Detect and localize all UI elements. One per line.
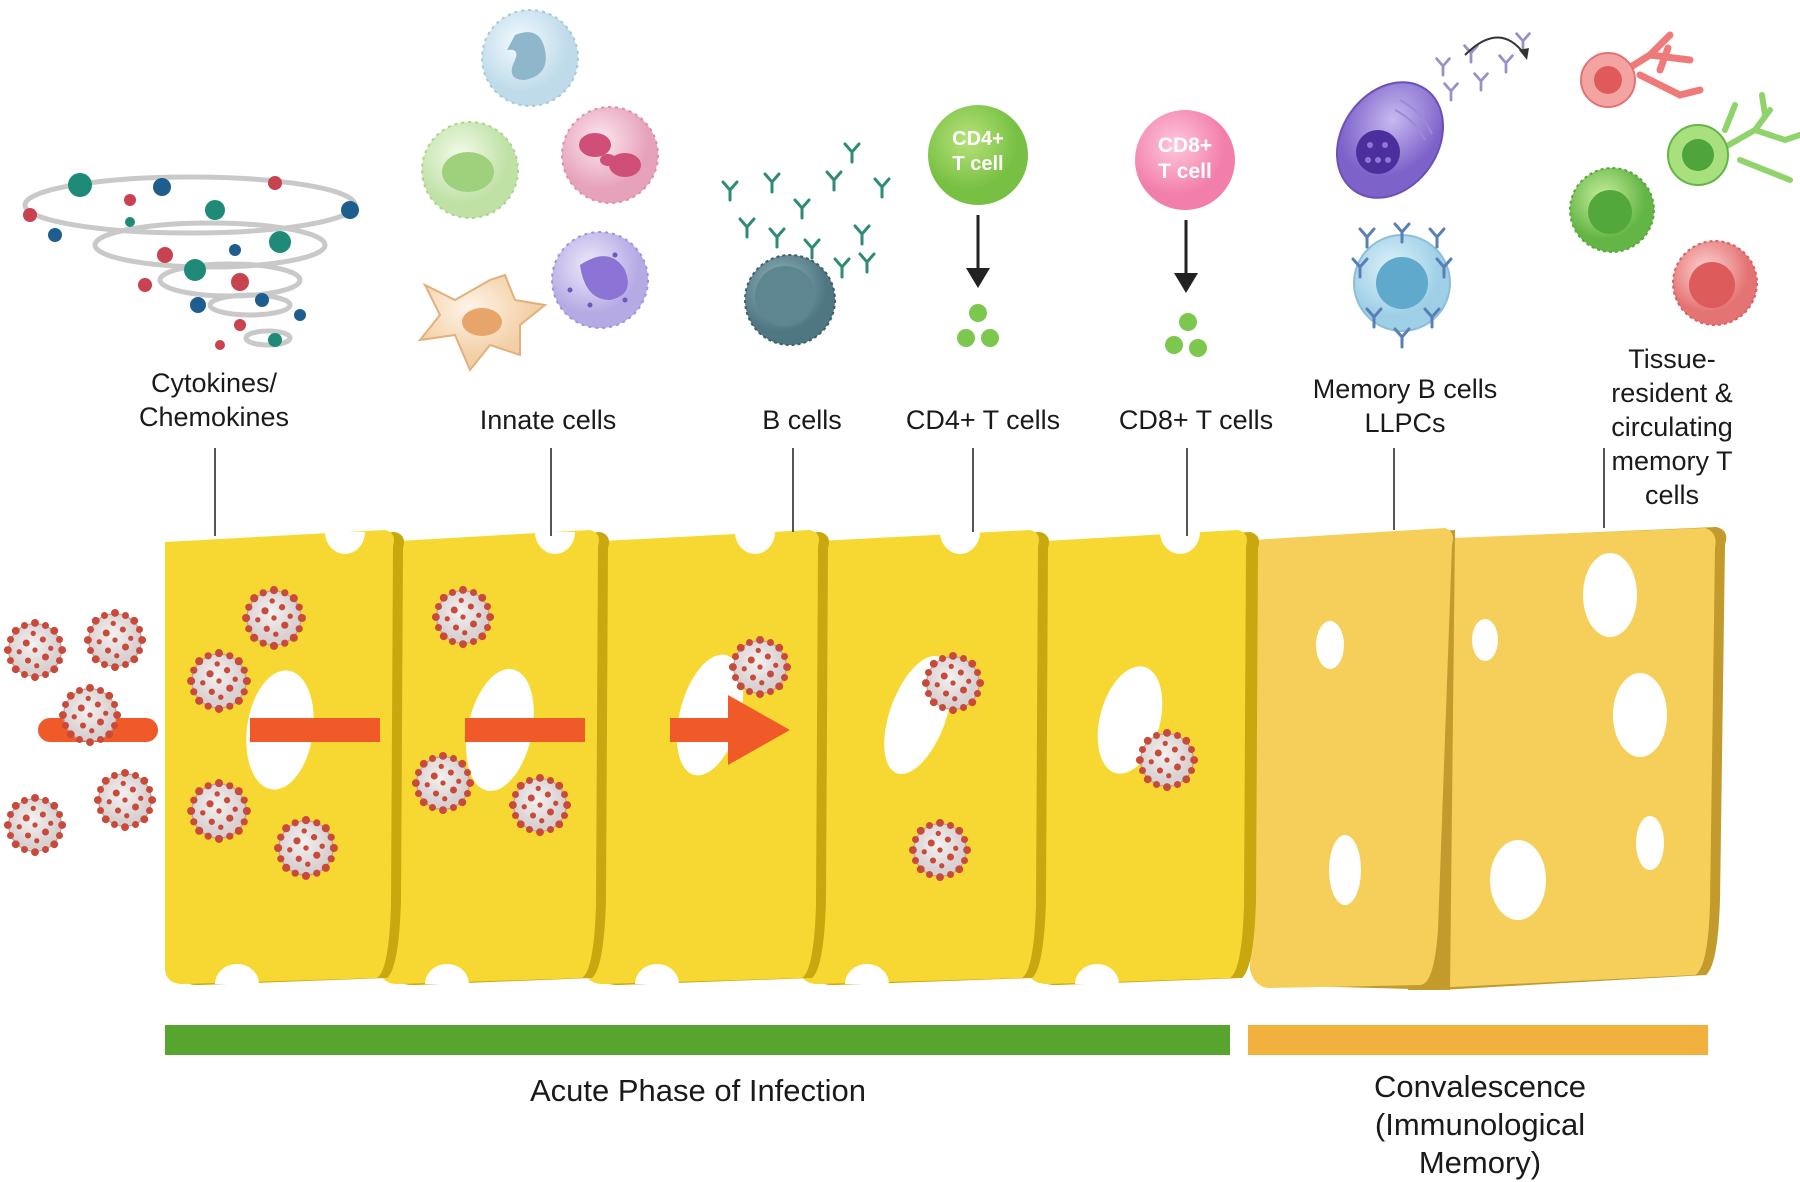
basophil-icon <box>551 231 649 329</box>
label-cd8-t-cells: CD8+ T cells <box>1118 405 1274 435</box>
neutrophil-icon <box>481 9 579 107</box>
leader-line-cd8 <box>1186 448 1188 536</box>
cheese-slice-1 <box>165 530 404 986</box>
leader-line-memoryb <box>1393 448 1395 530</box>
leader-line-bcells <box>792 448 794 532</box>
antibody-icon <box>721 142 891 279</box>
leader-line-innate <box>550 448 552 536</box>
cd4-badge-text-2: T cell <box>952 153 1003 175</box>
eosinophil-icon <box>561 106 659 204</box>
cheese-slice-7 <box>1402 527 1727 990</box>
swiss-cheese-diagram: CD4+ T cell CD8+ T cell <box>3 9 1800 990</box>
label-memory-t-cells: Tissue-resident & circulating memory T c… <box>1611 344 1733 510</box>
cheese-slices <box>165 527 1727 990</box>
acute-phase-bar <box>165 1025 1230 1055</box>
dendritic-cell-icon <box>417 273 548 372</box>
memory-t-cell-icon <box>1569 31 1800 326</box>
cheese-slice-4 <box>800 530 1049 986</box>
cd4-badge-text: CD4+ <box>952 128 1004 150</box>
cytokine-tornado-icon <box>22 173 359 350</box>
monocyte-icon <box>421 121 519 219</box>
label-cytokines: Cytokines/ Chemokines <box>138 368 290 432</box>
label-memory-b-cells: Memory B cells LLPCs <box>1312 374 1498 438</box>
cd4-t-cell-icon: CD4+ T cell <box>928 105 1028 347</box>
label-cd4-t-cells: CD4+ T cells <box>905 405 1061 435</box>
cheese-slice-2 <box>380 530 609 986</box>
memory-b-cell-icon <box>1351 222 1453 349</box>
cd8-badge-text-2: T cell <box>1158 160 1212 183</box>
cheese-slice-6 <box>1250 528 1455 990</box>
cd8-t-cell-icon: CD8+ T cell <box>1135 110 1235 357</box>
cheese-slice-3 <box>585 530 829 986</box>
label-b-cells: B cells <box>762 405 842 435</box>
leader-line-memoryt <box>1603 448 1605 528</box>
plasma-cell-icon <box>1335 32 1531 199</box>
convalescence-label: Convalescence (Immunological Memory) <box>1374 1069 1586 1180</box>
acute-phase-label: Acute Phase of Infection <box>529 1073 867 1108</box>
convalescence-bar <box>1248 1025 1708 1055</box>
leader-line-cytokines <box>214 448 216 536</box>
label-innate-cells: Innate cells <box>479 405 617 435</box>
cd8-badge-text: CD8+ <box>1158 134 1212 157</box>
b-cell-icon <box>744 254 836 346</box>
leader-line-cd4 <box>972 448 974 532</box>
